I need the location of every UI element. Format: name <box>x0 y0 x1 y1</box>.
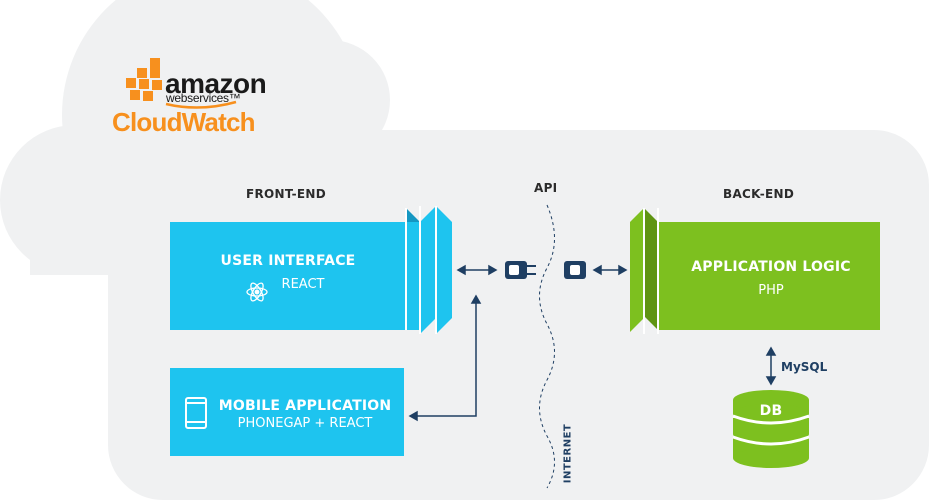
backend-wall-icon <box>630 208 659 334</box>
plug-right-icon <box>564 261 586 279</box>
mobile-application-title: MOBILE APPLICATION <box>218 398 392 414</box>
db-label: DB <box>733 403 809 419</box>
mobile-application-box <box>170 368 404 456</box>
internet-label: INTERNET <box>562 423 574 484</box>
arrow-api-to-logic <box>592 264 628 276</box>
arrow-logic-to-db <box>765 346 777 386</box>
mysql-label: MySQL <box>781 360 828 374</box>
logo-webservices-text: webservices™ <box>166 91 241 105</box>
logo-amazon-text: amazon <box>165 68 267 99</box>
mobile-application-text: MOBILE APPLICATION PHONEGAP + REACT <box>210 398 400 431</box>
logo-cloudwatch-text: CloudWatch <box>112 107 255 137</box>
plug-left-icon <box>505 261 536 279</box>
user-interface-title: USER INTERFACE <box>220 253 356 269</box>
mobile-application-tech: PHONEGAP + REACT <box>237 416 373 431</box>
frontend-label: FRONT-END <box>246 187 326 201</box>
amazon-smile-icon <box>165 100 237 109</box>
arrow-mobile-to-api <box>408 294 482 422</box>
api-label: API <box>534 181 558 195</box>
user-interface-box <box>170 222 406 330</box>
arrow-ui-to-api <box>456 264 498 276</box>
application-logic-text: APPLICATION LOGIC PHP <box>658 259 884 298</box>
database-icon <box>732 390 810 468</box>
db-label-text: DB <box>759 403 783 419</box>
backend-label: BACK-END <box>723 187 795 201</box>
frontend-wall-icon <box>405 206 452 334</box>
mobile-phone-icon <box>185 397 207 429</box>
react-icon <box>246 282 268 302</box>
aws-cubes-icon <box>126 58 162 101</box>
user-interface-text: USER INTERFACE REACT <box>170 253 406 292</box>
application-logic-tech: PHP <box>758 283 784 298</box>
user-interface-tech-label: REACT <box>281 277 325 292</box>
internet-boundary-line <box>539 204 555 489</box>
application-logic-box <box>658 222 880 330</box>
application-logic-title: APPLICATION LOGIC <box>691 259 851 275</box>
user-interface-tech: REACT <box>170 277 406 292</box>
